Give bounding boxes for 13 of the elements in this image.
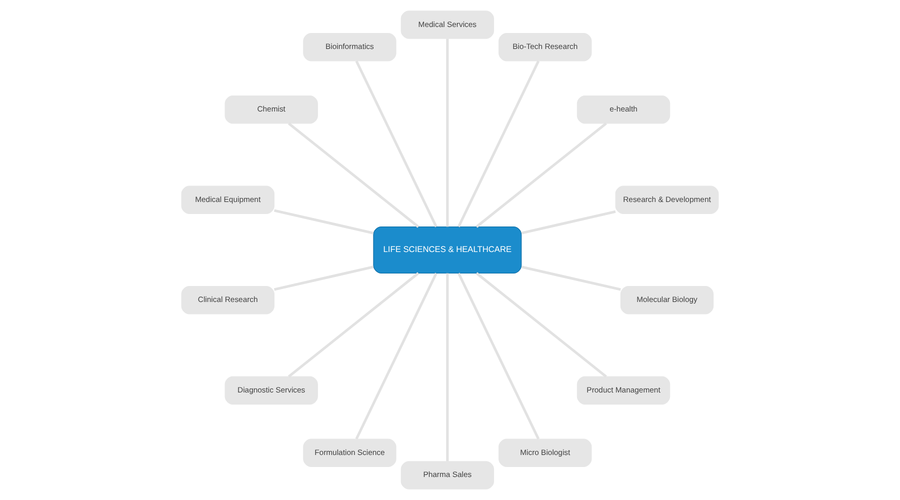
connector: [355, 60, 438, 228]
connector: [476, 272, 607, 378]
connector: [476, 122, 607, 228]
connector: [457, 60, 540, 228]
connector: [355, 272, 438, 440]
connector: [457, 272, 540, 440]
node-box: LIFE SCIENCES & HEALTHCARE: [373, 226, 522, 274]
connector: [521, 266, 621, 291]
connector: [521, 210, 616, 234]
connector: [288, 122, 420, 228]
connector: [274, 266, 374, 291]
connector: [288, 272, 420, 378]
connector: [274, 209, 374, 234]
